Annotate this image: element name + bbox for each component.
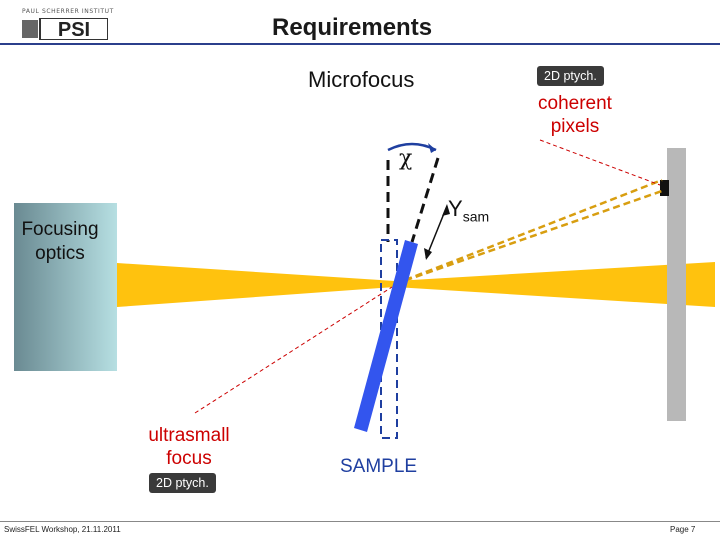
psi-logo-mark: PSI xyxy=(22,18,108,40)
coherent-line-2: pixels xyxy=(550,116,600,137)
page-title: Requirements xyxy=(272,14,433,41)
ultrasmall-line-1: ultrasmall xyxy=(148,425,230,446)
coherent-pointer-line xyxy=(539,139,661,186)
ultrasmall-focus-label: ultrasmall focus xyxy=(134,424,244,470)
beam-converging xyxy=(117,263,395,307)
footer-divider xyxy=(0,521,720,522)
chi-arrowhead xyxy=(428,143,436,153)
focusing-line-1: Focusing xyxy=(21,219,99,240)
sample-label: SAMPLE xyxy=(340,456,418,477)
tilted-reference-line xyxy=(410,157,440,243)
coherent-pixels-label: coherent pixels xyxy=(520,92,630,138)
scatter-ray-1 xyxy=(394,178,663,286)
title-wrap: Requirements xyxy=(272,14,432,42)
ysam-label: Ysam xyxy=(448,196,489,224)
logo-institute-text: PAUL SCHERRER INSTITUT xyxy=(22,8,114,15)
scatter-ray-2 xyxy=(394,189,663,286)
ptychography-badge-bottom: 2D ptych. xyxy=(149,473,216,493)
focusing-optics-label: Focusing optics xyxy=(6,218,114,266)
ysam-arrowhead-bottom xyxy=(424,248,432,260)
logo-letters: PSI xyxy=(58,19,90,40)
chi-symbol: χ xyxy=(399,146,413,171)
ysam-subscript: sam xyxy=(462,208,490,225)
ultrasmall-line-2: focus xyxy=(166,448,212,469)
beam-diverging xyxy=(395,262,715,307)
title-divider xyxy=(0,43,720,45)
ysam-arrowhead-top xyxy=(442,204,450,216)
focus-pointer-line xyxy=(194,286,393,414)
detector-pixel xyxy=(660,180,669,196)
coherent-line-1: coherent xyxy=(538,93,612,114)
ysam-main: Y xyxy=(448,196,463,221)
footer-page-number: Page 7 xyxy=(670,525,696,534)
detector xyxy=(667,148,686,421)
focusing-optics-block xyxy=(14,203,117,371)
ptychography-badge-top: 2D ptych. xyxy=(537,66,604,86)
sample-slab xyxy=(354,240,418,432)
microfocus-label: Microfocus xyxy=(308,67,415,92)
focusing-line-2: optics xyxy=(35,243,85,264)
psi-logo: PAUL SCHERRER INSTITUT PSI xyxy=(22,8,114,44)
footer-workshop-text: SwissFEL Workshop, 21.11.2011 xyxy=(4,525,121,534)
